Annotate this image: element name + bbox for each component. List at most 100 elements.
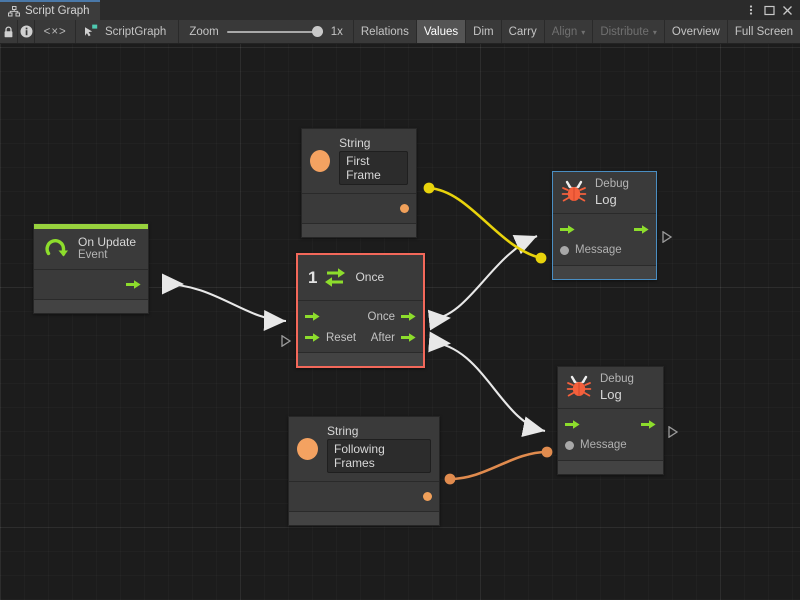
breadcrumb[interactable]: ScriptGraph [76,20,180,43]
node-title: String [327,424,359,438]
node-title: On Update [78,235,137,249]
graph-toolbar: <×> ScriptGraph Zoom 1x Relations Values… [0,20,800,44]
window-tab-bar: Script Graph [0,0,800,20]
port-in-reset[interactable]: Reset [305,332,356,344]
node-accent-strip [34,224,148,229]
unconnected-flow-out-top [662,231,672,243]
node-subtitle: Event [78,249,108,262]
wire-string-first-to-message [423,182,547,264]
node-ports [289,482,439,513]
toolbar-button-overview[interactable]: Overview [665,20,728,43]
node-header: String Following Frames [289,417,439,483]
node-title-block: On Update Event [78,235,136,263]
zoom-slider-knob[interactable] [311,25,323,37]
toolbar-button-full-screen[interactable]: Full Screen [734,25,794,38]
node-title-block: Debug Log [600,373,634,402]
port-out-value[interactable] [423,492,432,502]
port-row [289,487,439,506]
update-loop-icon [43,235,69,262]
lock-icon[interactable] [0,20,18,43]
string-value-icon [310,149,331,172]
flow-in-arrow-icon [565,420,580,429]
flow-out-arrow-icon [634,225,649,234]
zoom-control[interactable]: Zoom 1x [179,20,354,43]
port-out-after[interactable]: After [371,332,416,344]
breadcrumb-label: ScriptGraph [104,25,167,38]
node-title: String [339,136,371,150]
node-title-line2: Log [600,386,622,402]
toolbar-button-relations[interactable]: Relations [354,20,417,43]
port-in-flow[interactable] [305,311,320,322]
node-footer [298,353,423,366]
node-header: Debug Log [558,367,663,409]
node-header: On Update Event [34,229,148,270]
node-ports: Message [553,213,656,266]
port-out-value[interactable] [400,204,409,214]
string-value-icon [297,437,319,460]
port-out-flow[interactable] [641,419,656,430]
port-row-once: Once [298,306,423,327]
node-ports: Message [558,408,663,461]
zoom-slider-track [226,30,323,33]
port-out-flow[interactable] [126,279,141,290]
once-counter: 1 [308,268,318,287]
window-controls [742,0,800,20]
node-footer [302,224,416,238]
chevron-down-icon: ▾ [652,27,657,37]
node-string-first-frame[interactable]: String First Frame [301,128,417,239]
string-value-field[interactable]: First Frame [339,151,408,186]
port-out-once[interactable]: Once [368,311,417,323]
node-title-line2: Log [595,191,617,207]
port-in-flow[interactable] [560,224,575,235]
unconnected-flow-in-once [281,335,291,347]
node-string-following-frames[interactable]: String Following Frames [288,416,440,527]
kebab-menu-icon[interactable] [742,0,760,20]
wire-once-to-debuglog-bottom [428,331,546,437]
node-debug-log-bottom[interactable]: Debug Log [557,366,664,475]
info-icon[interactable] [18,20,36,43]
port-label-message: Message [580,439,627,452]
unconnected-flow-out-bottom [668,426,678,438]
port-row-reset-after: Reset After [298,327,423,348]
node-footer [289,512,439,526]
node-ports [302,194,416,225]
scriptgraph-icon [84,24,98,40]
node-title-block: Once [355,270,384,284]
port-in-message[interactable]: Message [565,439,627,451]
toolbar-button-align-label: Align [551,25,578,38]
node-ports: Once Reset After [298,301,423,353]
node-title-block: Debug Log [595,178,629,207]
value-in-dot-icon [560,245,569,255]
node-on-update[interactable]: On Update Event [33,223,149,314]
port-row [302,199,416,218]
port-row [34,274,148,295]
port-out-flow[interactable] [634,224,649,235]
port-in-flow[interactable] [565,419,580,430]
graph-canvas[interactable]: On Update Event [0,44,800,600]
port-label-reset: Reset [326,331,357,344]
node-once[interactable]: 1 Once [296,253,425,368]
port-label-message: Message [575,244,622,257]
port-in-message[interactable]: Message [560,244,622,256]
port-label-after: After [370,331,395,344]
toolbar-button-distribute[interactable]: Distribute ▾ [593,20,665,43]
close-icon[interactable] [778,0,796,20]
toolbar-button-values[interactable]: Values [416,20,467,43]
node-debug-log-top[interactable]: Debug Log [552,171,657,280]
maximize-icon[interactable] [760,0,778,20]
flow-in-arrow-icon [305,333,320,342]
node-footer [558,460,663,474]
once-cycle-icon [323,264,347,291]
toolbar-button-align[interactable]: Align ▾ [545,20,594,43]
value-out-dot-icon [400,204,409,214]
tab-script-graph[interactable]: Script Graph [0,0,100,20]
node-footer [553,265,656,279]
code-toggle-button[interactable]: <×> [35,20,76,43]
zoom-slider[interactable] [226,25,323,38]
node-header: 1 Once [298,255,423,301]
string-value-field[interactable]: Following Frames [327,439,431,474]
toolbar-button-carry[interactable]: Carry [502,20,545,43]
node-footer [34,299,148,313]
toolbar-button-dim[interactable]: Dim [466,20,502,43]
